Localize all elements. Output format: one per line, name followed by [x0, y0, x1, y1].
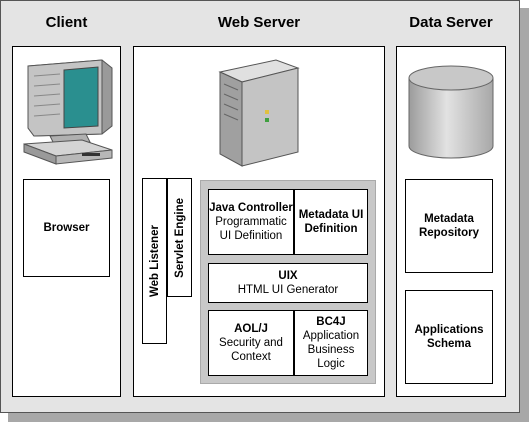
applications-schema-label: Applications Schema — [414, 324, 484, 350]
uix-title: UIX — [278, 270, 298, 282]
browser-box: Browser — [23, 179, 110, 277]
client-header: Client — [45, 14, 88, 31]
aolj-desc: Security and Context — [219, 337, 283, 363]
database-cylinder-icon — [405, 62, 497, 162]
web-server-header: Web Server — [217, 14, 301, 31]
bc4j-box: BC4J Application Business Logic — [294, 310, 368, 376]
java-controller-box: Java Controller Programmatic UI Definiti… — [208, 189, 294, 255]
metadata-repository-box: Metadata Repository — [405, 179, 493, 273]
desktop-computer-icon — [20, 56, 116, 168]
aolj-box: AOL/J Security and Context — [208, 310, 294, 376]
bc4j-desc: Application Business Logic — [302, 330, 360, 370]
browser-label: Browser — [43, 222, 90, 234]
uix-desc: HTML UI Generator — [237, 284, 339, 296]
web-listener-box: Web Listener — [142, 178, 167, 344]
metadata-repository-label: Metadata Repository — [418, 213, 480, 239]
server-tower-icon — [210, 54, 304, 170]
web-listener-label: Web Listener — [148, 225, 161, 297]
uix-box: UIX HTML UI Generator — [208, 263, 368, 303]
bc4j-title: BC4J — [316, 316, 346, 328]
metadata-ui-title: Metadata UI Definition — [298, 209, 364, 235]
data-server-header: Data Server — [409, 14, 493, 31]
aolj-title: AOL/J — [234, 323, 268, 335]
servlet-engine-box: Servlet Engine — [167, 178, 192, 297]
java-controller-desc: Programmatic UI Definition — [215, 216, 287, 242]
servlet-engine-label: Servlet Engine — [173, 197, 186, 278]
applications-schema-box: Applications Schema — [405, 290, 493, 384]
java-controller-title: Java Controller — [209, 202, 293, 214]
metadata-ui-box: Metadata UI Definition — [294, 189, 368, 255]
